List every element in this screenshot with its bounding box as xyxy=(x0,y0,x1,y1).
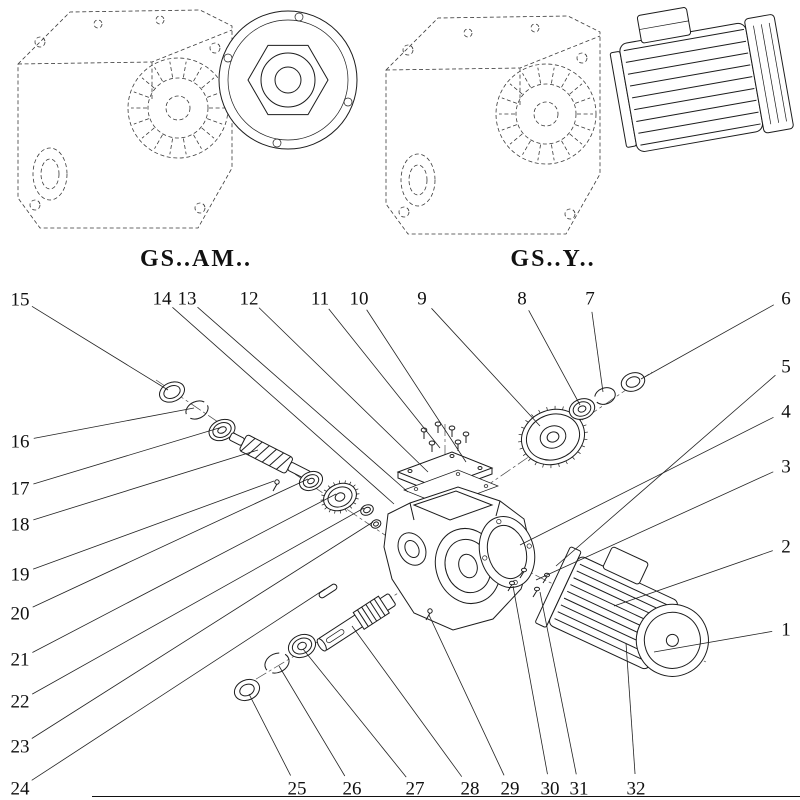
bearing-17 xyxy=(206,415,239,444)
callout-number-17: 17 xyxy=(11,479,30,500)
callout-number-13: 13 xyxy=(178,289,197,310)
variant-label-gsy: GS..Y.. xyxy=(510,246,596,272)
leader-line-8 xyxy=(529,310,580,405)
leader-line-3 xyxy=(536,472,773,580)
output-shaft-28 xyxy=(314,591,398,655)
callout-number-10: 10 xyxy=(350,289,369,310)
leader-line-26 xyxy=(279,666,345,776)
leader-line-32 xyxy=(626,643,635,774)
cover-bolts xyxy=(421,422,469,452)
callout-number-23: 23 xyxy=(11,737,30,758)
gearbox-unit-gsy xyxy=(386,16,600,234)
circlip-16 xyxy=(183,398,211,423)
leader-line-21 xyxy=(32,494,336,653)
callout-number-25: 25 xyxy=(288,779,307,800)
callout-number-5: 5 xyxy=(781,357,791,378)
callout-number-7: 7 xyxy=(585,289,595,310)
callout-number-15: 15 xyxy=(11,290,30,311)
callout-number-19: 19 xyxy=(11,565,30,586)
key-24 xyxy=(318,583,338,599)
bearing-27 xyxy=(285,630,320,661)
callout-number-27: 27 xyxy=(406,779,425,800)
leader-line-30 xyxy=(513,586,547,774)
worm-gear-21 xyxy=(315,474,365,520)
leader-line-18 xyxy=(33,450,258,520)
leader-line-19 xyxy=(33,481,274,569)
leader-line-15 xyxy=(32,306,168,390)
callout-number-6: 6 xyxy=(781,289,791,310)
washer-23 xyxy=(370,518,382,529)
callout-number-29: 29 xyxy=(501,779,520,800)
leader-line-25 xyxy=(249,694,291,776)
callout-number-22: 22 xyxy=(11,692,30,713)
callout-number-12: 12 xyxy=(240,289,259,310)
callout-number-24: 24 xyxy=(11,779,31,800)
callout-number-4: 4 xyxy=(781,402,791,423)
leader-line-6 xyxy=(641,305,774,379)
callout-number-2: 2 xyxy=(781,537,791,558)
callout-number-14: 14 xyxy=(153,289,173,310)
circlip-26 xyxy=(262,649,293,677)
callout-number-30: 30 xyxy=(541,779,560,800)
callout-number-28: 28 xyxy=(461,779,480,800)
leader-line-27 xyxy=(303,649,406,777)
callout-number-26: 26 xyxy=(343,779,362,800)
leader-line-20 xyxy=(33,479,308,607)
screw-19 xyxy=(273,480,279,491)
circlip-7 xyxy=(592,385,617,407)
leader-line-1 xyxy=(654,631,772,652)
callout-number-8: 8 xyxy=(517,289,527,310)
callout-number-31: 31 xyxy=(570,779,589,800)
leader-line-4 xyxy=(520,417,773,545)
gearbox-unit-gsam xyxy=(18,10,232,228)
leader-line-17 xyxy=(33,428,219,484)
leader-line-9 xyxy=(431,308,540,426)
leader-line-31 xyxy=(540,592,576,774)
leader-line-13 xyxy=(198,307,408,492)
leader-line-29 xyxy=(429,615,504,775)
leader-line-7 xyxy=(592,312,603,392)
motor-2 xyxy=(535,530,730,693)
seal-washer-25 xyxy=(231,676,263,705)
leader-line-11 xyxy=(329,309,440,448)
screw-29 xyxy=(426,609,432,620)
leader-line-12 xyxy=(259,308,428,472)
callout-number-32: 32 xyxy=(627,779,646,800)
callout-number-9: 9 xyxy=(417,289,427,310)
leader-line-2 xyxy=(614,551,773,606)
gsy-motor xyxy=(604,0,793,157)
leader-line-22 xyxy=(32,508,364,694)
end-cap-6 xyxy=(619,369,648,394)
leader-line-23 xyxy=(32,522,373,738)
motor-flange-4 xyxy=(472,510,543,594)
callout-number-3: 3 xyxy=(781,457,791,478)
callout-number-16: 16 xyxy=(11,432,30,453)
leader-line-5 xyxy=(556,375,775,566)
leader-line-16 xyxy=(34,408,194,438)
callout-number-21: 21 xyxy=(11,650,30,671)
leader-line-14 xyxy=(172,307,394,504)
callout-number-1: 1 xyxy=(781,620,791,641)
variant-label-gsam: GS..AM.. xyxy=(140,246,252,272)
callout-number-20: 20 xyxy=(11,604,30,625)
gsam-output-flange xyxy=(219,11,357,149)
spacer-ring-22 xyxy=(359,503,375,517)
leader-line-24 xyxy=(32,589,325,780)
bearing-8 xyxy=(566,395,597,423)
page-bottom-rule xyxy=(92,796,800,797)
oil-seal-15 xyxy=(156,378,187,406)
bearing-20 xyxy=(296,468,325,494)
leader-line-28 xyxy=(352,626,462,777)
callout-number-11: 11 xyxy=(311,289,329,310)
callout-number-18: 18 xyxy=(11,515,30,536)
leader-line-10 xyxy=(367,310,466,462)
